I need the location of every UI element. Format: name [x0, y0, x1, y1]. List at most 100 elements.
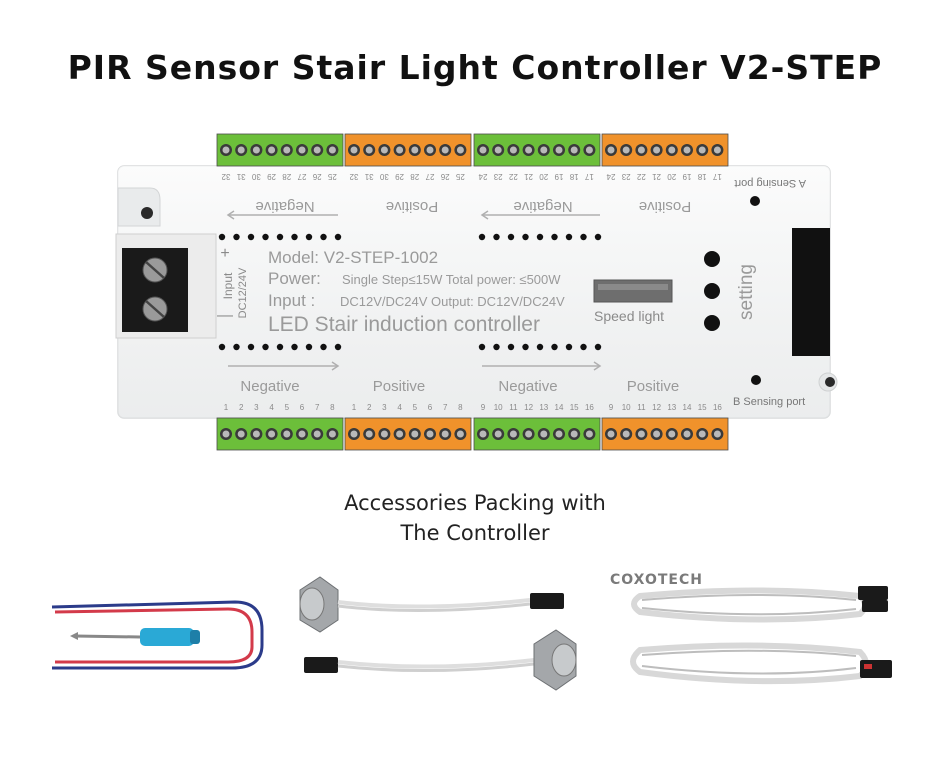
led-dot — [334, 343, 342, 351]
channel-number: 5 — [285, 403, 290, 412]
channel-number: 17 — [584, 172, 593, 181]
channel-number: 12 — [524, 403, 533, 412]
top-label-positive-2: Positive — [639, 198, 692, 215]
led-dot — [334, 233, 342, 241]
led-dot — [218, 343, 226, 351]
channel-number: 19 — [682, 172, 691, 181]
a-sensing-port[interactable] — [750, 196, 760, 206]
channel-number: 3 — [254, 403, 259, 412]
bottom-label-negative-1: Negative — [240, 378, 299, 395]
setting-button-3[interactable] — [704, 315, 720, 331]
b-sensing-port[interactable] — [751, 375, 761, 385]
channel-number: 22 — [636, 172, 645, 181]
led-dot — [493, 233, 500, 241]
channel-number: 12 — [652, 403, 661, 412]
bottom-terminal-strip — [216, 417, 729, 451]
led-dot — [305, 343, 313, 351]
setting-button-2[interactable] — [704, 283, 720, 299]
led-dot — [320, 233, 327, 241]
pir-sensors — [299, 576, 577, 691]
led-dot — [594, 233, 602, 241]
power-label: Power: — [268, 269, 321, 288]
led-dot — [536, 233, 544, 241]
channel-number: 17 — [712, 172, 721, 181]
description-text: LED Stair induction controller — [268, 313, 540, 336]
led-dot — [507, 343, 515, 351]
top-label-negative-1: Negative — [255, 198, 314, 215]
input-value: DC12V/DC24V Output: DC12V/DC24V — [340, 294, 565, 309]
led-dot — [551, 343, 558, 351]
led-dot — [551, 233, 558, 241]
led-dot — [247, 343, 255, 351]
channel-number: 22 — [508, 172, 517, 181]
input-terminal-label: Input — [221, 272, 235, 299]
channel-number: 20 — [539, 172, 548, 181]
led-dot — [276, 343, 284, 351]
channel-number: 24 — [606, 172, 615, 181]
channel-number: 30 — [379, 172, 388, 181]
channel-number: 10 — [494, 403, 503, 412]
channel-number: 25 — [327, 172, 336, 181]
accessories-heading-line2: The Controller — [400, 521, 550, 545]
model-text: Model: V2-STEP-1002 — [268, 248, 438, 267]
accessories-heading-line1: Accessories Packing with — [344, 491, 606, 515]
led-dot — [565, 343, 573, 351]
accessories-photo: COXOTECH — [51, 572, 892, 691]
channel-number: 16 — [585, 403, 594, 412]
led-dot — [594, 343, 602, 351]
top-group-labels: Negative Positive Negative Positive — [255, 198, 691, 215]
screwdriver-handle — [140, 628, 194, 646]
channel-number: 1 — [352, 403, 357, 412]
channel-number: 9 — [481, 403, 486, 412]
top-label-positive-1: Positive — [386, 198, 439, 215]
setting-label: setting — [736, 264, 757, 320]
led-dot — [522, 233, 529, 241]
channel-number: 5 — [413, 403, 418, 412]
speed-light-label: Speed light — [594, 308, 664, 324]
led-dot — [478, 233, 486, 241]
setting-button-1[interactable] — [704, 251, 720, 267]
accessories-heading: Accessories Packing with The Controller — [0, 488, 950, 548]
channel-number: 7 — [443, 403, 448, 412]
plus-sign: + — [220, 245, 229, 262]
mount-hole-left — [141, 207, 153, 219]
channel-number: 20 — [667, 172, 676, 181]
led-dot — [291, 233, 298, 241]
led-dot-rows — [218, 233, 602, 351]
channel-number: 18 — [569, 172, 578, 181]
channel-number: 4 — [397, 403, 402, 412]
channel-number: 32 — [349, 172, 358, 181]
channel-number: 31 — [236, 172, 245, 181]
channel-number: 26 — [312, 172, 321, 181]
channel-number: 21 — [524, 172, 533, 181]
channel-number: 26 — [440, 172, 449, 181]
channel-number: 8 — [458, 403, 463, 412]
led-dot — [305, 233, 313, 241]
top-terminal-strip — [216, 133, 729, 167]
input-terminal-voltage: DC12/24V — [237, 267, 249, 318]
input-label: Input : — [268, 291, 315, 310]
channel-number: 25 — [455, 172, 464, 181]
channel-number: 23 — [493, 172, 502, 181]
led-dot — [291, 343, 298, 351]
led-dot — [565, 233, 573, 241]
channel-number: 14 — [683, 403, 692, 412]
page-title: PIR Sensor Stair Light Controller V2-STE… — [67, 48, 883, 87]
power-value: Single Step≤15W Total power: ≤500W — [342, 272, 561, 287]
channel-number: 2 — [239, 403, 244, 412]
channel-number: 9 — [609, 403, 614, 412]
led-dot — [536, 343, 544, 351]
led-dot — [580, 233, 587, 241]
channel-number: 13 — [667, 403, 676, 412]
led-dot — [478, 343, 486, 351]
bottom-label-negative-2: Negative — [498, 378, 557, 395]
channel-number: 11 — [637, 403, 646, 412]
led-dot — [507, 233, 515, 241]
channel-number: 15 — [698, 403, 707, 412]
led-dot — [276, 233, 284, 241]
brand-watermark: COXOTECH — [610, 572, 703, 588]
top-label-negative-2: Negative — [513, 198, 572, 215]
channel-number: 2 — [367, 403, 372, 412]
